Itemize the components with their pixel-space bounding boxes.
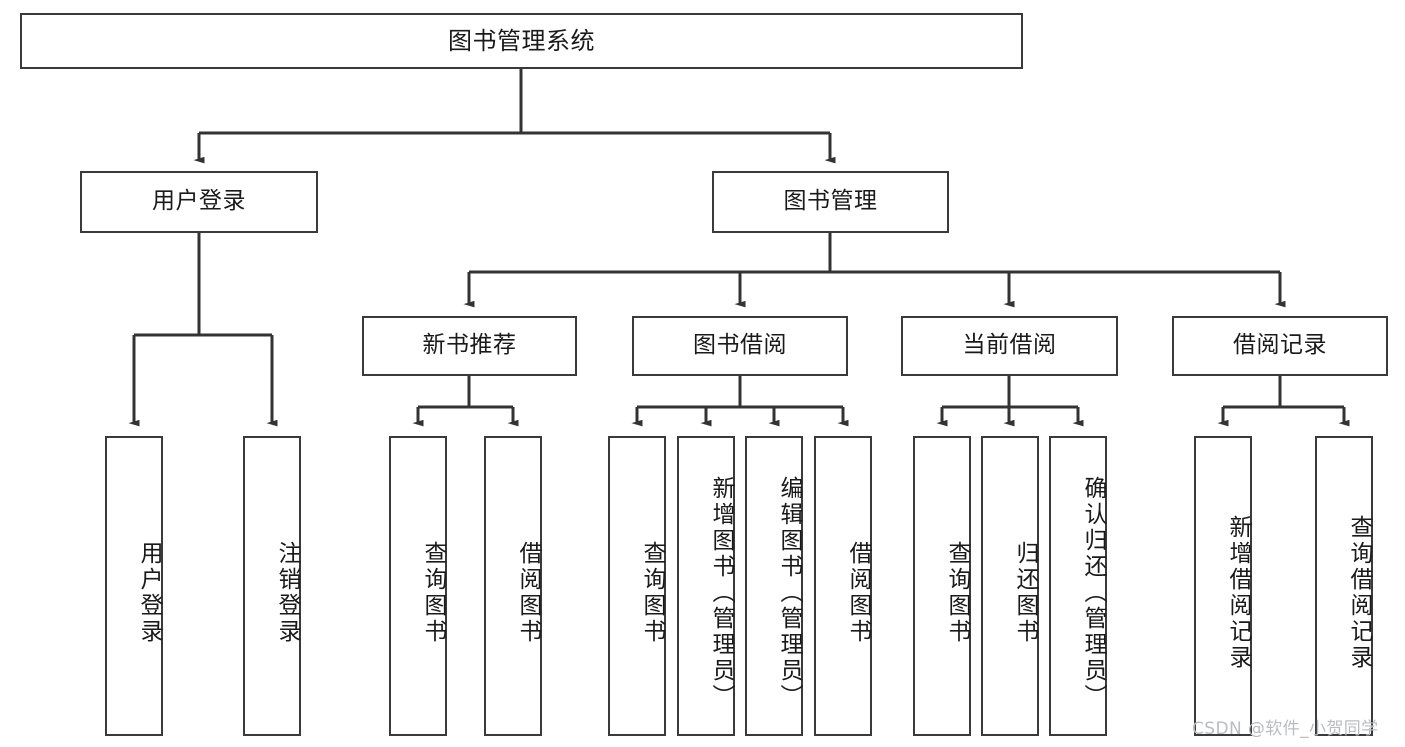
node-current-borrow[interactable]: 当前借阅 [901,316,1118,376]
leaf-query-book-3[interactable]: 查询图书 [913,436,971,736]
leaf-borrow-book-2-label: 借阅图书 [845,541,871,645]
leaf-user-login[interactable]: 用户登录 [105,436,163,736]
leaf-query-book-1[interactable]: 查询图书 [389,436,447,736]
leaf-query-record[interactable]: 查询借阅记录 [1315,436,1373,736]
node-book-manage-label: 图书管理 [783,188,878,215]
leaf-borrow-book-1-label: 借阅图书 [515,541,541,645]
node-user-login-label: 用户登录 [152,188,246,215]
leaf-logout-login[interactable]: 注销登录 [243,436,301,736]
leaf-borrow-book-1[interactable]: 借阅图书 [484,436,542,736]
leaf-confirm-return[interactable]: 确认归还（管理员） [1049,436,1107,736]
node-borrow-record[interactable]: 借阅记录 [1172,316,1388,376]
leaf-confirm-return-label: 确认归还（管理员） [1080,476,1106,710]
leaf-add-record-label: 新增借阅记录 [1225,515,1251,671]
leaf-add-book-label: 新增图书（管理员） [708,476,734,710]
leaf-query-book-2-label: 查询图书 [639,541,665,645]
leaf-add-record[interactable]: 新增借阅记录 [1194,436,1252,736]
node-current-borrow-label: 当前借阅 [962,332,1057,359]
node-borrow-record-label: 借阅记录 [1233,332,1327,359]
leaf-query-book-3-label: 查询图书 [944,541,970,645]
csdn-watermark: CSDN @软件_小贺同学 [1192,719,1379,739]
node-new-book-recommend[interactable]: 新书推荐 [362,316,577,376]
node-user-login[interactable]: 用户登录 [80,171,318,233]
leaf-query-record-label: 查询借阅记录 [1346,515,1372,671]
node-new-book-recommend-label: 新书推荐 [422,332,517,359]
leaf-query-book-2[interactable]: 查询图书 [608,436,666,736]
leaf-return-book[interactable]: 归还图书 [981,436,1039,736]
node-root-label: 图书管理系统 [448,26,595,55]
leaf-edit-book-label: 编辑图书（管理员） [776,476,802,710]
leaf-return-book-label: 归还图书 [1012,541,1038,645]
leaf-add-book[interactable]: 新增图书（管理员） [677,436,735,736]
node-root[interactable]: 图书管理系统 [20,13,1023,69]
leaf-query-book-1-label: 查询图书 [420,541,446,645]
node-book-manage[interactable]: 图书管理 [712,171,949,233]
node-book-borrow-label: 图书借阅 [693,332,787,359]
node-book-borrow[interactable]: 图书借阅 [632,316,848,376]
leaf-edit-book[interactable]: 编辑图书（管理员） [745,436,803,736]
leaf-logout-login-label: 注销登录 [274,541,300,645]
leaf-user-login-label: 用户登录 [136,541,162,645]
leaf-borrow-book-2[interactable]: 借阅图书 [814,436,872,736]
